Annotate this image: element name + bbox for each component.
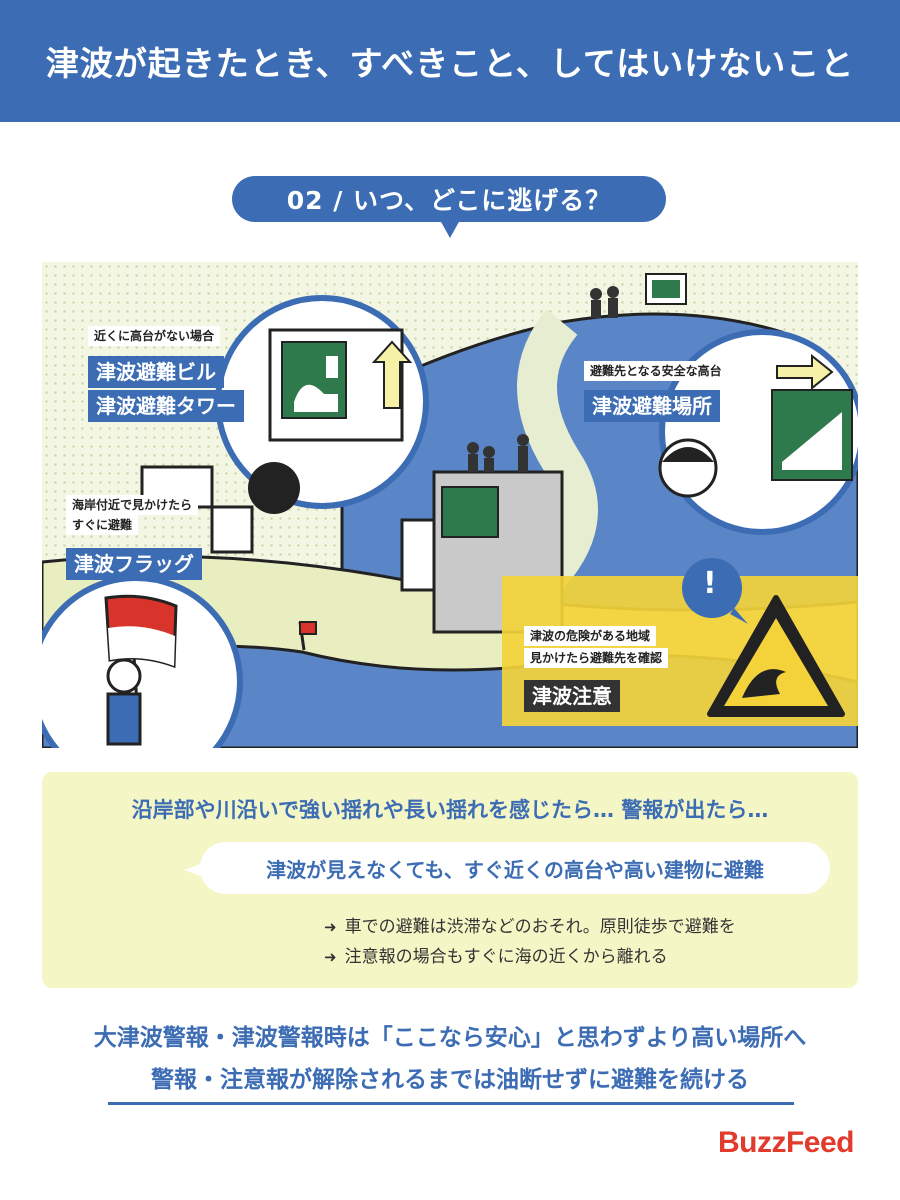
- building-sign: [441, 486, 499, 538]
- right-arrow-icon: [776, 353, 834, 391]
- tag-evac-building: 津波避難ビル: [88, 356, 224, 388]
- warning-line-1: 大津波警報・津波警報時は「ここなら安心」と思わずより高い場所へ: [93, 1025, 807, 1051]
- caption-flag-line2: すぐに避難: [66, 515, 139, 535]
- caption-flag-line1: 海岸付近で見かけたら: [66, 495, 199, 515]
- tag-tsunami-caution: 津波注意: [524, 680, 620, 712]
- house-b: [210, 505, 254, 554]
- section-heading: 02 / いつ、どこに逃げる？: [232, 176, 666, 222]
- hill-path: [517, 309, 598, 597]
- exclamation-icon: !: [703, 566, 717, 601]
- brand-logo: BuzzFeed: [717, 1126, 855, 1159]
- advice-notes: ➜ 車での避難は渋滞などのおそれ。原則徒歩で避難を ➜ 注意報の場合もすぐに海の…: [324, 912, 736, 972]
- page-title: 津波が起きたとき、すべきこと、してはいけないこと: [45, 44, 855, 83]
- section-heading-tail: [440, 220, 460, 238]
- advice-note-text: 注意報の場合もすぐに海の近くから離れる: [344, 947, 668, 967]
- evacuation-illustration: 近くに高台がない場合 津波避難ビル 津波避難タワー 避難先となる安全な高台 津波…: [42, 262, 858, 748]
- exclamation-bubble: [682, 558, 742, 618]
- tag-evac-site: 津波避難場所: [584, 390, 720, 422]
- advice-note-text: 車での避難は渋滞などのおそれ。原則徒歩で避難を: [344, 917, 736, 937]
- tag-tsunami-flag: 津波フラッグ: [66, 548, 202, 580]
- shore-flag: [299, 621, 317, 635]
- rooftop-person-3: [517, 434, 529, 446]
- arrow-right-icon: ➜: [324, 948, 337, 966]
- tag-evac-tower: 津波避難タワー: [88, 390, 244, 422]
- arrow-right-icon: ➜: [324, 918, 337, 936]
- up-arrow-icon: [371, 340, 413, 409]
- caption-danger-line1: 津波の危険がある地域: [524, 626, 657, 646]
- advice-main: 津波が見えなくても、すぐ近くの高台や高い建物に避難: [200, 842, 830, 894]
- advice-lead: 沿岸部や川沿いで強い揺れや長い揺れを感じたら… 警報が出たら…: [131, 798, 769, 822]
- caption-no-high-ground: 近くに高台がない場合: [88, 326, 221, 346]
- advice-box: 沿岸部や川沿いで強い揺れや長い揺れを感じたら… 警報が出たら… 津波が見えなくて…: [42, 772, 858, 988]
- list-item: ➜ 車での避難は渋滞などのおそれ。原則徒歩で避難を: [324, 912, 736, 942]
- caption-safe-high-ground: 避難先となる安全な高台: [584, 361, 728, 381]
- scene-drawing: [42, 273, 858, 748]
- caption-danger-line2: 見かけたら避難先を確認: [524, 648, 669, 668]
- warning-line-2: 警報・注意報が解除されるまでは油断せずに避難を続ける: [151, 1067, 749, 1093]
- list-item: ➜ 注意報の場合もすぐに海の近くから離れる: [324, 942, 736, 972]
- warning-underline: [108, 1102, 794, 1105]
- page-header: 津波が起きたとき、すべきこと、してはいけないこと: [0, 0, 900, 122]
- rooftop-person-1: [467, 442, 479, 454]
- rooftop-person-2: [483, 446, 495, 458]
